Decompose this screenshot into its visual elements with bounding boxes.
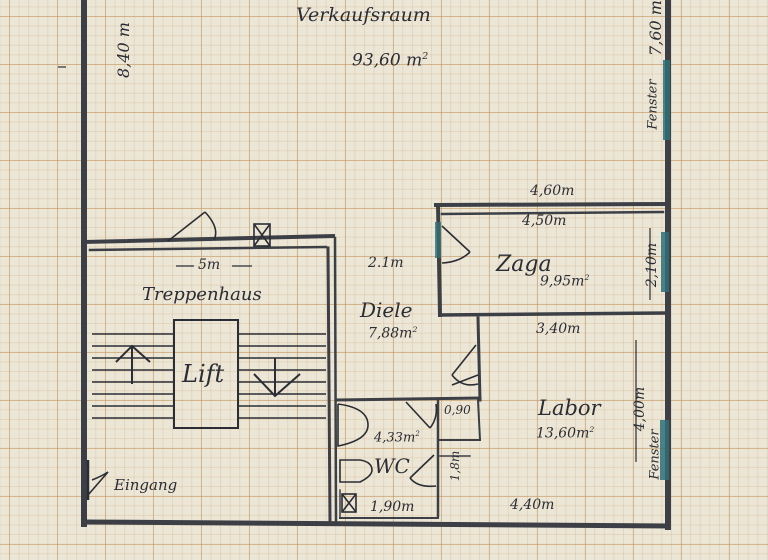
windows [660,60,670,480]
wall-wc-top [334,396,482,402]
wc-area: 4,33m2 [374,429,420,446]
door-wc-lower [409,454,437,488]
stairs [92,333,326,419]
fenster-label-top: Fenster [645,79,661,130]
treppenhaus-width: 5m [198,257,221,273]
shaft-box-top [253,223,271,247]
door-treppenhaus-verkauf [167,211,217,242]
verkaufsraum-area: 93,60 m2 [352,50,429,71]
verkaufsraum-name: Verkaufsraum [296,4,431,26]
zaga-outer-width: 4,60m [530,183,575,199]
dim-right-height: 7,60 m [645,0,665,56]
wc-sink-icon [337,403,369,447]
diele-area: 7,88m2 [368,325,418,342]
wc-small-b: 1,8m [448,450,463,482]
wall-verkaufsraum-bottom [81,233,336,245]
wall-zaga-top [433,201,671,208]
stair-arrow-down-icon [253,358,301,398]
wc-name: WC [374,454,410,478]
diele-name: Diele [360,298,413,322]
eingang-label: Eingang [114,476,178,494]
treppenhaus-name: Treppenhaus [142,284,262,305]
zaga-name: Zaga [496,252,552,277]
dim-left-height: 8,40 m [113,22,133,78]
window-right-labor [660,420,669,480]
window-right-zaga [661,232,669,292]
lift-box [173,319,239,429]
door-eingang [86,460,109,500]
door-zaga [435,222,471,264]
labor-bottom-width: 4,40m [510,497,555,513]
wc-toilet-icon [339,459,373,483]
zaga-area: 9,95m2 [540,273,590,290]
labor-height: 4,00m [632,386,649,432]
fenster-label-bottom: Fenster [647,429,663,480]
labor-area: 13,60m2 [536,425,595,442]
wc-small-a: 0,90 [444,403,471,417]
wall-zaga-left [435,202,443,318]
outer-wall-bottom [81,519,671,529]
diele-width: 2.1m [368,255,404,271]
wall-zaga-bottom [438,311,670,317]
lift-name: Lift [182,360,225,388]
window-right-top [663,60,670,140]
shaft-box-bottom [341,493,357,513]
wall-treppenhaus-top [88,245,328,252]
wc-bottom-width: 1,90m [370,499,415,515]
zaga-inner-width: 4,50m [522,213,567,229]
door-labor [451,344,479,386]
zaga-height: 2,10m [644,242,661,288]
wall-diele-right [476,316,482,402]
labor-top-width: 3,40m [536,321,581,337]
stair-arrow-up-icon [115,344,151,384]
labor-name: Labor [538,396,601,420]
wall-treppenhaus-right [326,246,332,524]
door-wc [405,401,438,429]
